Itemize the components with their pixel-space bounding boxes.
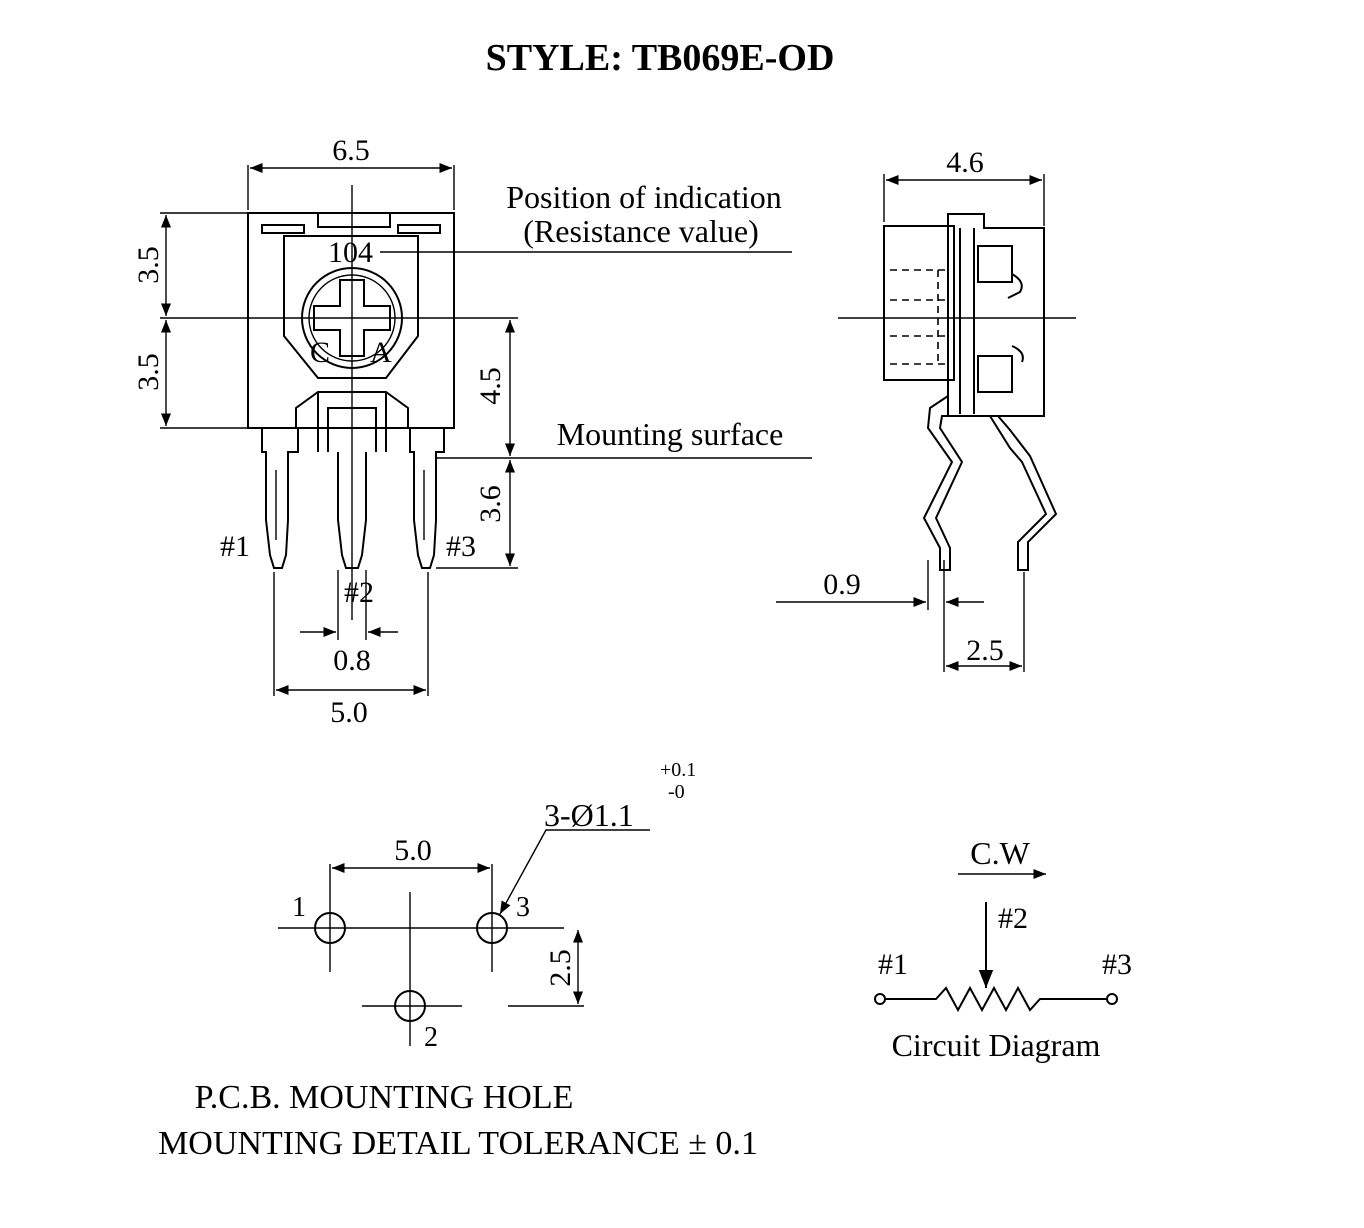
dim-4-6-label: 4.6	[946, 146, 984, 179]
dim-0-8-label: 0.8	[333, 644, 371, 677]
label-c: C	[310, 336, 330, 369]
label-a: A	[370, 336, 392, 369]
resistor-zigzag-icon	[885, 985, 1107, 1013]
cross-slot-icon	[313, 279, 391, 357]
dim-6-5-label: 6.5	[332, 134, 370, 167]
front-top-notch-left	[261, 224, 305, 234]
dim-2-5-label: 2.5	[966, 634, 1004, 667]
pcb-hole-3	[476, 912, 508, 944]
side-body-rotor	[883, 225, 955, 381]
pcb-hole-pattern: 1 3 2 5.0 2.5 3-Ø1.1 +0.1 -0 P.C.B. MOUN…	[158, 759, 758, 1162]
side-housing-inner	[959, 228, 975, 414]
circuit-caption: Circuit Diagram	[892, 1027, 1101, 1063]
marking-text: 104	[328, 236, 373, 269]
front-top-notch-right	[397, 224, 441, 234]
pcb-tolerance-plus: +0.1	[660, 759, 696, 781]
side-housing	[947, 213, 1045, 417]
side-view: 4.6 0.9 2.5	[776, 146, 1076, 672]
circuit-pin-2-label: #2	[998, 902, 1028, 935]
pcb-tolerance-minus: -0	[668, 781, 685, 803]
indication-label-line2: (Resistance value)	[523, 213, 758, 249]
pin-3	[409, 428, 445, 569]
side-window-top	[977, 245, 1013, 283]
circuit-pin-1-label: #1	[878, 948, 908, 981]
side-hidden-lines	[890, 269, 946, 365]
front-pin-1-label: #1	[220, 530, 250, 563]
pcb-dim-5-0-label: 5.0	[394, 834, 432, 867]
front-top-tab	[317, 212, 391, 228]
pcb-hole-2	[394, 990, 426, 1022]
dim-0-9-label: 0.9	[823, 568, 861, 601]
mounting-surface-label: Mounting surface	[557, 416, 784, 452]
pcb-hole-1-label: 1	[292, 892, 306, 923]
pcb-hole-2-label: 2	[424, 1022, 438, 1053]
front-pin-2-label: #2	[344, 576, 374, 609]
pcb-hole-3-label: 3	[516, 892, 530, 923]
indication-label-line1: Position of indication	[506, 179, 782, 215]
pcb-hole-spec: 3-Ø1.1	[544, 797, 634, 833]
dim-5-0-label: 5.0	[330, 696, 368, 729]
pcb-dim-2-5-label: 2.5	[544, 949, 577, 987]
front-inner-frame	[283, 235, 419, 379]
front-view: 104 C A 6.5 3.5 3.5 4.5 3.6 #1 #2 #3 0.8	[132, 134, 812, 729]
side-pin-back	[989, 415, 1058, 571]
circuit-diagram: C.W #2 #1 #3 Circuit Diagram	[874, 835, 1132, 1063]
pcb-caption-line2: MOUNTING DETAIL TOLERANCE ± 0.1	[158, 1125, 758, 1162]
pin-2	[337, 452, 367, 569]
side-clip-top	[1007, 273, 1023, 299]
dim-4-5-label: 4.5	[474, 367, 507, 405]
circuit-pin-3-label: #3	[1102, 948, 1132, 981]
pcb-hole-1	[314, 912, 346, 944]
pcb-caption-line1: P.C.B. MOUNTING HOLE	[195, 1079, 574, 1116]
pin-1	[261, 428, 299, 569]
side-pin-front	[922, 395, 964, 571]
terminal-1-icon	[874, 993, 886, 1005]
side-clip-bottom	[1011, 345, 1024, 363]
front-pin-3-label: #3	[446, 530, 476, 563]
circuit-direction-label: C.W	[970, 835, 1030, 871]
page-title: STYLE: TB069E-OD	[486, 37, 835, 79]
pcb-hole-leader	[499, 829, 650, 915]
side-window-bottom	[977, 355, 1013, 393]
dim-3-6-label: 3.6	[474, 485, 507, 523]
terminal-3-icon	[1106, 993, 1118, 1005]
dim-3-5-bottom-label: 3.5	[132, 353, 165, 391]
dim-3-5-top-label: 3.5	[132, 246, 165, 284]
